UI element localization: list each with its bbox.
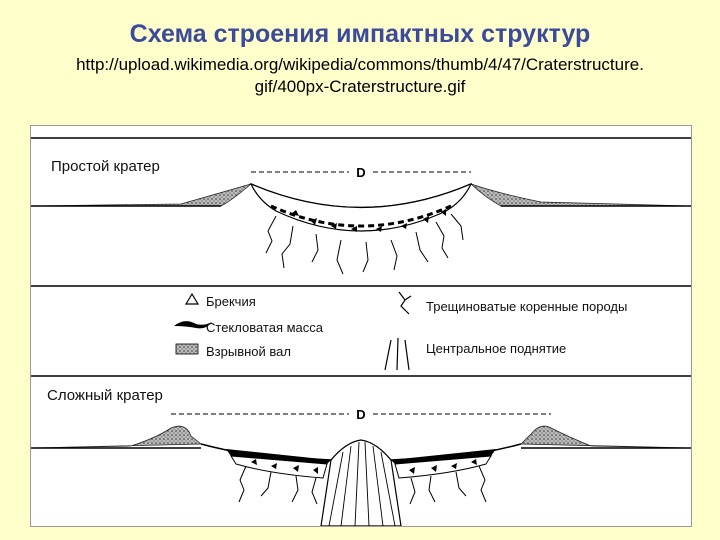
simple-diameter-label: D: [356, 165, 365, 180]
complex-ejecta-left: [31, 425, 203, 449]
simple-crater-figure: D: [31, 137, 691, 287]
simple-fractured-bedrock: [265, 213, 464, 275]
crater-diagram-panel: D: [30, 125, 692, 527]
legend: [174, 291, 412, 371]
source-url-line-2: gif/400px-Craterstructure.gif: [254, 77, 466, 96]
complex-fractured-bedrock: [238, 465, 487, 505]
legend-label-glass: Стекловатая масса: [206, 320, 324, 335]
legend-label-fractured: Трещиноватые коренные породы: [426, 299, 628, 314]
complex-breccia-fragments: [251, 459, 477, 474]
triangle-icon: [184, 292, 200, 305]
complex-ejecta-right: [520, 425, 691, 449]
glass-blob-icon: [174, 321, 212, 329]
simple-breccia-lens: [249, 182, 473, 232]
legend-label-breccia: Брекчия: [206, 294, 256, 309]
central-uplift: [320, 439, 402, 526]
crack-icon: [398, 291, 412, 315]
legend-label-ejecta: Взрывной вал: [206, 344, 291, 359]
simple-breccia-fragments: [291, 209, 446, 232]
complex-glass-layer-right: [391, 449, 496, 464]
complex-glass-layer-left: [226, 449, 331, 464]
complex-crater-label: Сложный кратер: [47, 387, 163, 404]
dotted-box-icon: [175, 343, 199, 355]
source-url-line-1: http://upload.wikimedia.org/wikipedia/co…: [76, 55, 644, 74]
complex-crater-figure: D: [31, 375, 691, 526]
simple-ejecta-right: [470, 183, 691, 207]
simple-ejecta-left: [31, 183, 252, 207]
crater-diagram-svg: D: [31, 137, 691, 526]
slide-title: Схема строения импактных структур: [129, 20, 591, 48]
source-url: http://upload.wikimedia.org/wikipedia/co…: [20, 54, 700, 98]
central-uplift-lines: [328, 441, 396, 526]
complex-breccia-right: [394, 455, 492, 479]
uplift-lines-icon: [384, 337, 410, 371]
complex-diameter-label: D: [356, 407, 365, 422]
legend-label-uplift: Центральное поднятие: [426, 341, 567, 356]
simple-crater-label: Простой кратер: [51, 158, 160, 175]
